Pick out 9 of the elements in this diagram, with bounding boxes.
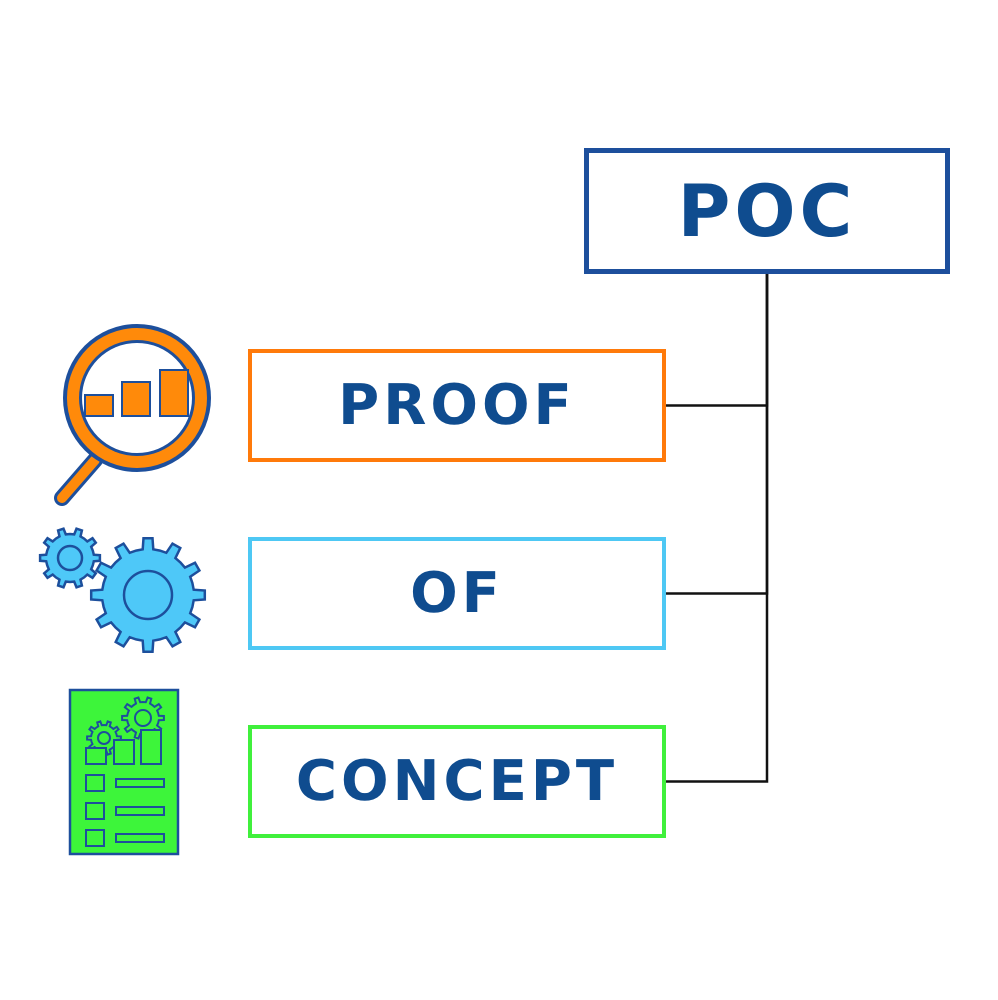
term-text: OF xyxy=(410,566,504,622)
term-text: CONCEPT xyxy=(296,754,618,810)
term-box xyxy=(248,537,666,650)
term-box xyxy=(584,148,950,274)
term-box xyxy=(248,725,666,838)
term-box xyxy=(248,349,666,462)
term-text: PROOF xyxy=(338,378,576,434)
term-text: POC xyxy=(678,175,856,247)
connector-line xyxy=(666,274,768,783)
